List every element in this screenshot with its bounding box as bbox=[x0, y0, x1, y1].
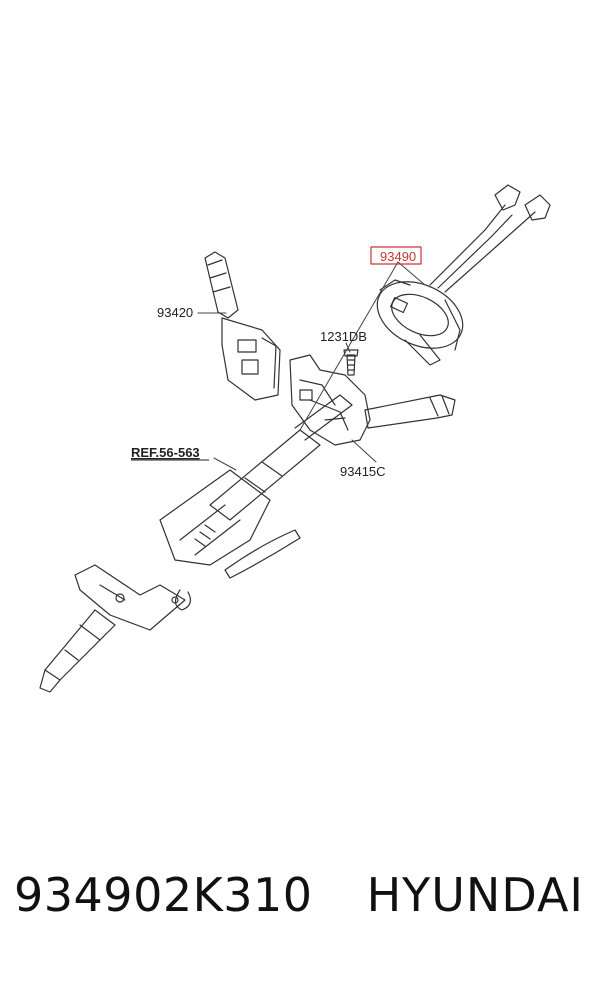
label-93490: 93490 bbox=[380, 249, 416, 264]
label-93420: 93420 bbox=[157, 305, 193, 320]
highlight-box bbox=[370, 246, 422, 265]
part-number: 934902K310 bbox=[14, 868, 313, 922]
footer: 934902K310 HYUNDAI bbox=[0, 868, 600, 948]
label-ref: REF.56-563 bbox=[131, 445, 200, 460]
label-93415C: 93415C bbox=[340, 464, 386, 479]
clock-spring-93490 bbox=[376, 184, 551, 366]
switch-93420 bbox=[204, 251, 281, 401]
screw-1231DB bbox=[343, 349, 359, 376]
label-1231DB: 1231DB bbox=[320, 329, 367, 344]
steering-column bbox=[39, 394, 353, 693]
switch-93415C bbox=[289, 354, 456, 446]
brand-name: HYUNDAI bbox=[366, 868, 584, 922]
leader-lines bbox=[197, 261, 426, 471]
